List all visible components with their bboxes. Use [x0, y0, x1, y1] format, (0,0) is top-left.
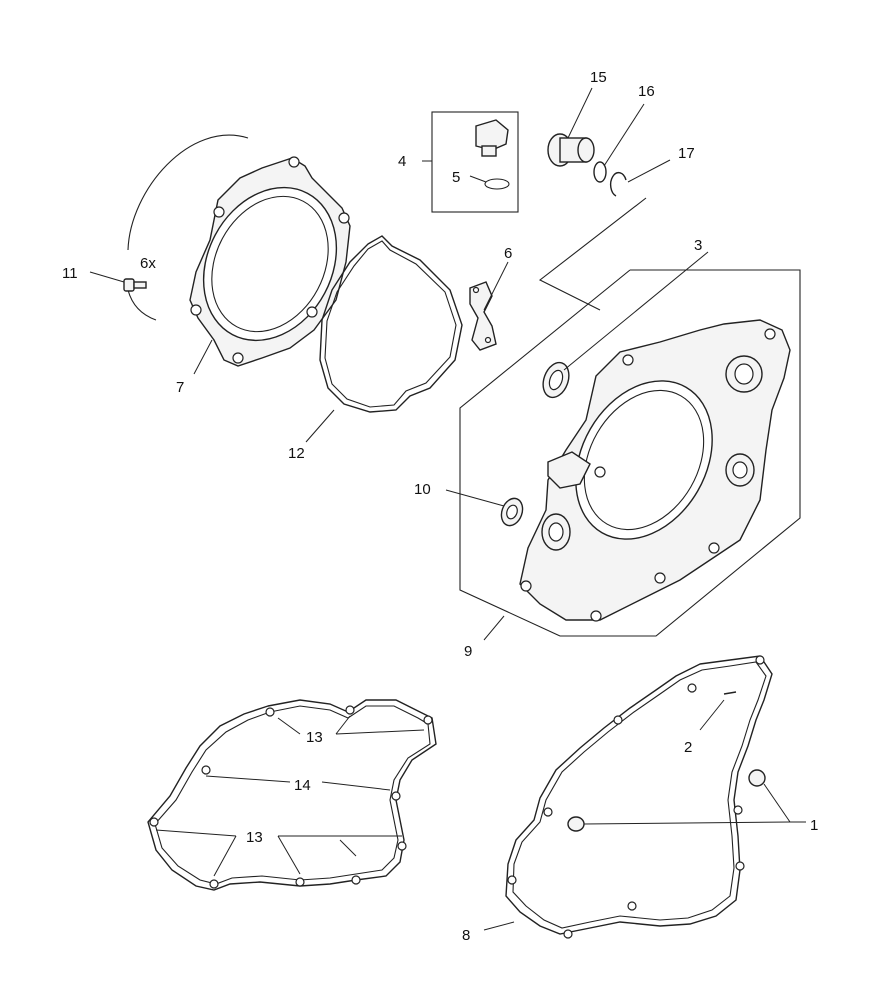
label-6x: 6x: [140, 255, 156, 272]
label-5: 5: [452, 169, 460, 186]
housing-group-frame: [459, 197, 801, 637]
label-6: 6: [504, 245, 512, 262]
label-4: 4: [398, 153, 406, 170]
callout-labels: 15 16 17 4 5 3 6 6x 11 7 12 10 9 13 2 14…: [62, 69, 818, 944]
clutch-cover-7: [127, 134, 351, 367]
label-17: 17: [678, 145, 695, 162]
gasket-8-right: [505, 655, 773, 939]
label-2: 2: [684, 739, 692, 756]
crankcase-cover-9: [519, 319, 791, 622]
label-9: 9: [464, 643, 472, 660]
screw-arc: [127, 134, 249, 251]
label-14: 14: [294, 777, 311, 794]
label-11: 11: [62, 265, 78, 282]
leader-lines: [155, 87, 806, 931]
label-13-bottom: 13: [246, 829, 263, 846]
pin-2: [723, 691, 737, 695]
screw-11: [89, 271, 147, 292]
o-ring-16: [593, 161, 607, 183]
circlip-17: [609, 171, 627, 197]
bracket-6: [469, 281, 497, 351]
label-12: 12: [288, 445, 305, 462]
plug-kit-box-4: [422, 111, 519, 213]
label-15: 15: [590, 69, 607, 86]
seal-3: [542, 361, 570, 399]
dowel-1a: [748, 769, 766, 787]
gasket-13-14-left: [147, 699, 437, 891]
label-1: 1: [810, 817, 818, 834]
label-8: 8: [462, 927, 470, 944]
gasket-12: [319, 235, 463, 413]
label-10: 10: [414, 481, 431, 498]
label-7: 7: [176, 379, 184, 396]
label-13-top: 13: [306, 729, 323, 746]
label-16: 16: [638, 83, 655, 100]
dowel-1b: [567, 816, 585, 832]
sight-glass-15: [547, 133, 595, 167]
label-3: 3: [694, 237, 702, 254]
seal-10: [500, 497, 524, 527]
